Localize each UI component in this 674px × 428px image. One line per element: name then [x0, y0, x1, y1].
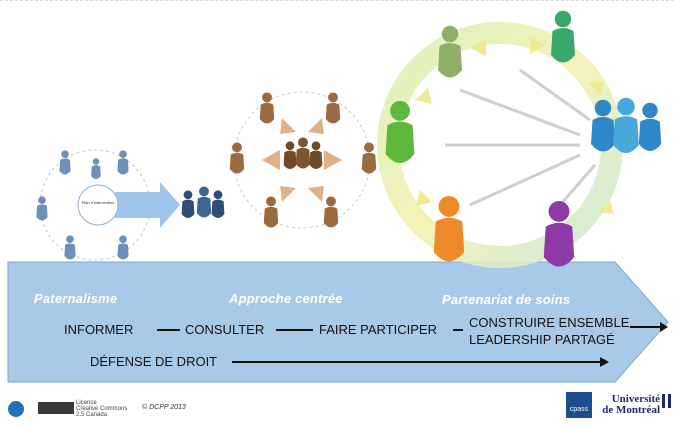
step-inform: INFORMER: [64, 322, 134, 337]
step-advocacy: DÉFENSE DE DROIT: [90, 354, 218, 369]
logo-icon: [8, 401, 24, 417]
stage-partnership: Partenariat de soins: [442, 292, 571, 307]
step-build: CONSTRUIRE ENSEMBLE: [469, 315, 630, 330]
step-leadership: LEADERSHIP PARTAGÉ: [469, 332, 615, 347]
university-logo: Université de Montréal: [602, 393, 660, 416]
step-consult: CONSULTER: [185, 322, 265, 337]
centered-group: [229, 91, 377, 229]
partnership-ring: [377, 22, 623, 268]
center-plan-label: Plan d'intervention: [81, 200, 115, 205]
cpass-logo: cpass: [566, 392, 592, 418]
step-participate: FAIRE PARTICIPER: [319, 322, 437, 337]
stage-paternalism: Paternalisme: [34, 291, 118, 306]
paternalism-group: [36, 149, 225, 261]
stage-centered: Approche centrée: [229, 291, 343, 306]
license-text: Licence Creative Commons 2.5 Canada: [76, 400, 128, 418]
copyright-text: © DCPP 2013: [142, 404, 186, 411]
